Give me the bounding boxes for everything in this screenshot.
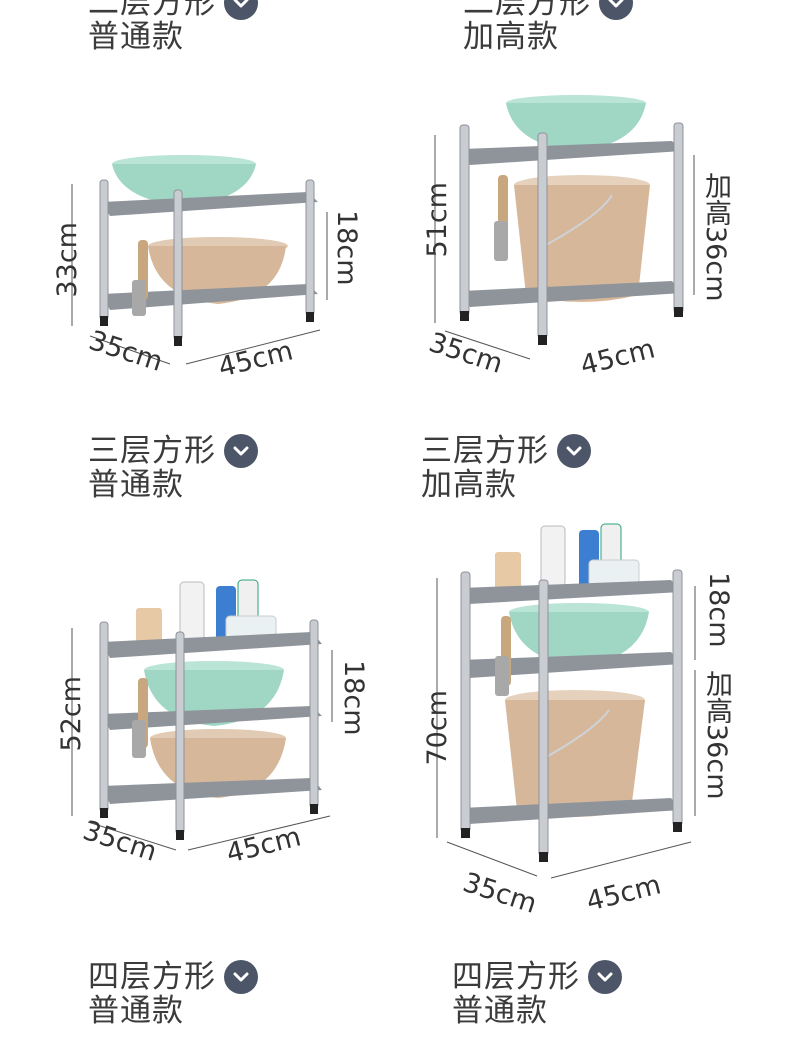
product-name-line1: 二层方形 [463,0,591,21]
product-name-line2: 普通款 [88,19,184,55]
gap-dimension: 18cm [331,210,362,286]
product-name-line2: 普通款 [88,993,184,1029]
product-name-line2: 加高款 [421,467,517,503]
product-label-3: 三层方形 普通款 [88,434,258,502]
product-name-line2: 普通款 [88,467,184,503]
product-label-6: 四层方形 普通款 [452,960,622,1028]
chevron-down-icon[interactable] [588,960,622,994]
rack-3tier-normal-illustration [71,579,333,851]
rack-2tier-tall-illustration [434,95,695,360]
product-label-5: 四层方形 普通款 [88,960,258,1028]
product-name-line1: 三层方形 [88,433,216,469]
height-dimension: 51cm [422,182,453,258]
chevron-down-icon[interactable] [599,0,633,20]
height-dimension: 33cm [52,222,83,298]
height-dimension: 52cm [56,676,87,752]
product-name-line2: 普通款 [452,993,548,1029]
chevron-down-icon[interactable] [224,960,258,994]
chevron-down-icon[interactable] [224,434,258,468]
gap-dimension: 18cm [338,660,369,736]
product-label-4: 三层方形 加高款 [421,434,591,502]
product-label-2: 二层方形 加高款 [463,0,633,54]
rack-2tier-normal-illustration [71,155,328,365]
gap-dimension: 加高36cm [700,172,731,302]
product-label-1: 二层方形 普通款 [88,0,258,54]
gap2-dimension: 加高36cm [701,670,732,800]
chevron-down-icon[interactable] [224,0,258,20]
gap-dimension: 18cm [703,572,734,648]
rack-3tier-tall-illustration [436,523,696,879]
product-name-line1: 四层方形 [452,959,580,995]
product-name-line2: 加高款 [463,19,559,55]
height-dimension: 70cm [422,690,453,766]
chevron-down-icon[interactable] [557,434,591,468]
product-name-line1: 二层方形 [88,0,216,21]
product-name-line1: 四层方形 [88,959,216,995]
product-name-line1: 三层方形 [421,433,549,469]
